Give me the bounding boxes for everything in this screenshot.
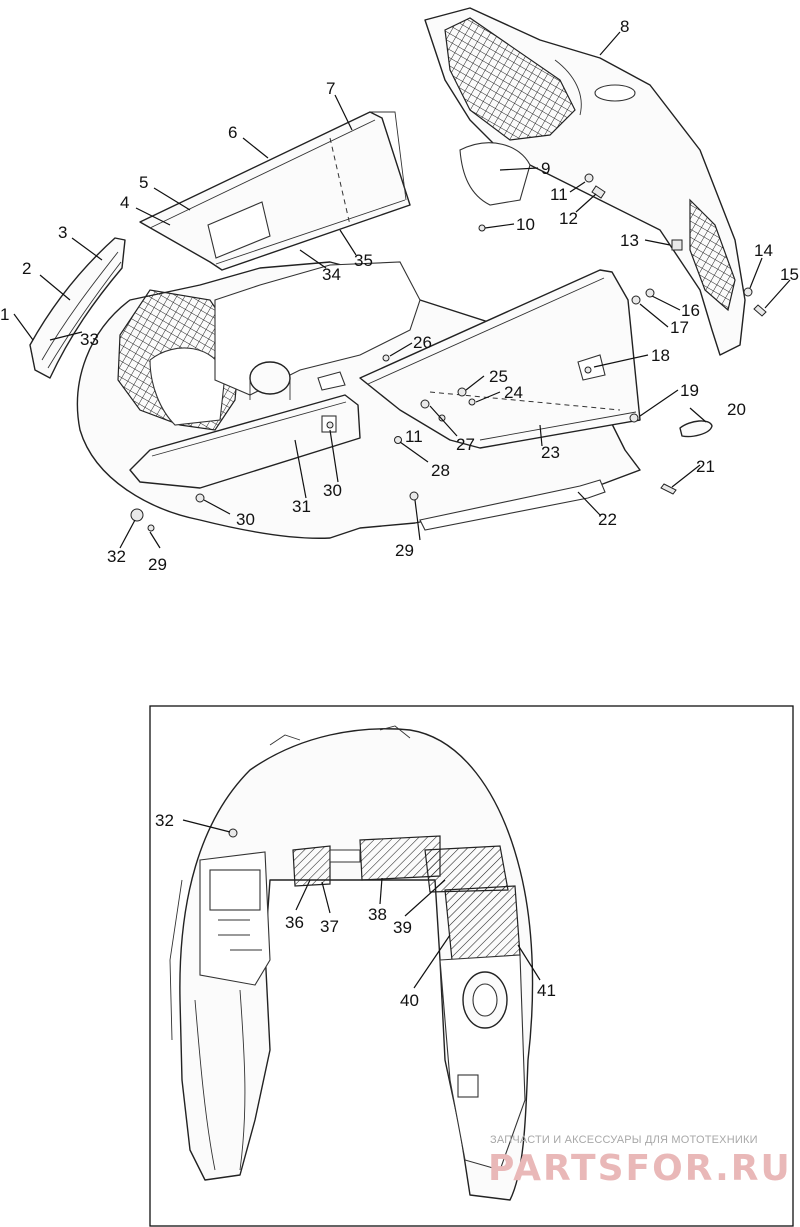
callout: 32	[155, 811, 174, 830]
callout: 29	[395, 541, 414, 560]
callout: 34	[322, 265, 341, 284]
callouts-inset: 32 36 37 38 39 40 41	[155, 811, 556, 1010]
hood-side-vent	[689, 198, 736, 312]
watermark-tagline: ЗАПЧАСТИ И АКСЕССУАРЫ ДЛЯ МОТОТЕХНИКИ	[490, 1134, 758, 1146]
callout: 5	[139, 173, 148, 192]
leader-lines	[13, 31, 791, 549]
exploded-view: 1 2 3 4 5 6 7 8 9 10 11 11 12 13 14 15 1…	[0, 7, 799, 574]
callout: 30	[236, 510, 255, 529]
callout: 13	[620, 231, 639, 250]
callout: 33	[80, 330, 99, 349]
callout: 25	[489, 367, 508, 386]
callout: 22	[598, 510, 617, 529]
callout: 4	[120, 193, 129, 212]
callout: 39	[393, 918, 412, 937]
callout: 27	[456, 435, 475, 454]
callout: 20	[727, 400, 746, 419]
callout: 31	[292, 497, 311, 516]
callout: 29	[148, 555, 167, 574]
callout: 28	[431, 461, 450, 480]
callout: 41	[537, 981, 556, 1000]
grommet-pad	[679, 420, 713, 438]
inset-fastener-32	[228, 828, 238, 838]
side-panel-right	[359, 269, 641, 449]
pad-36-37	[292, 845, 331, 887]
callout: 11	[405, 427, 423, 446]
callout: 37	[320, 917, 339, 936]
callout: 23	[541, 443, 560, 462]
lower-strip	[419, 479, 606, 531]
inset-leader-lines	[182, 819, 541, 989]
callout: 9	[541, 159, 550, 178]
callout: 36	[285, 913, 304, 932]
callout: 8	[620, 17, 629, 36]
callout: 7	[326, 79, 335, 98]
callout: 16	[681, 301, 700, 320]
callout: 18	[651, 346, 670, 365]
callout: 10	[516, 215, 535, 234]
watermark: ЗАПЧАСТИ И АКСЕССУАРЫ ДЛЯ МОТОТЕХНИКИ PA…	[488, 1134, 792, 1189]
pad-40-41	[444, 885, 521, 961]
callout: 2	[22, 259, 31, 278]
inset-frame	[149, 705, 794, 1227]
pad-39	[424, 845, 509, 893]
callouts-top: 1 2 3 4 5 6 7 8 9 10 11 11 12 13 14 15 1…	[0, 17, 799, 574]
upper-panel	[139, 111, 411, 271]
hood-louver	[444, 17, 576, 141]
callout: 21	[696, 457, 715, 476]
callout: 30	[323, 481, 342, 500]
fasteners	[130, 173, 767, 532]
inset-hood	[179, 728, 534, 1201]
callout: 35	[354, 251, 373, 270]
callout: 19	[680, 381, 699, 400]
callout: 17	[670, 318, 689, 337]
callout: 3	[58, 223, 67, 242]
watermark-brand: PARTSFOR.RU	[488, 1148, 792, 1189]
callout: 12	[559, 209, 578, 228]
callout: 1	[0, 305, 9, 324]
callout: 26	[413, 333, 432, 352]
callout: 6	[228, 123, 237, 142]
inset-view: 32 36 37 38 39 40 41	[149, 705, 794, 1227]
callout: 14	[754, 241, 773, 260]
hood-opening	[594, 84, 636, 102]
panel-bracket	[577, 354, 606, 381]
callout: 15	[780, 265, 799, 284]
callout: 40	[400, 991, 419, 1010]
callout: 24	[504, 383, 523, 402]
panel-window	[207, 201, 271, 259]
centre-boss	[249, 361, 291, 395]
hood-air-duct	[459, 142, 531, 206]
callout: 38	[368, 905, 387, 924]
callout: 32	[107, 547, 126, 566]
side-panel-left	[129, 394, 361, 489]
callout: 11	[550, 185, 568, 204]
